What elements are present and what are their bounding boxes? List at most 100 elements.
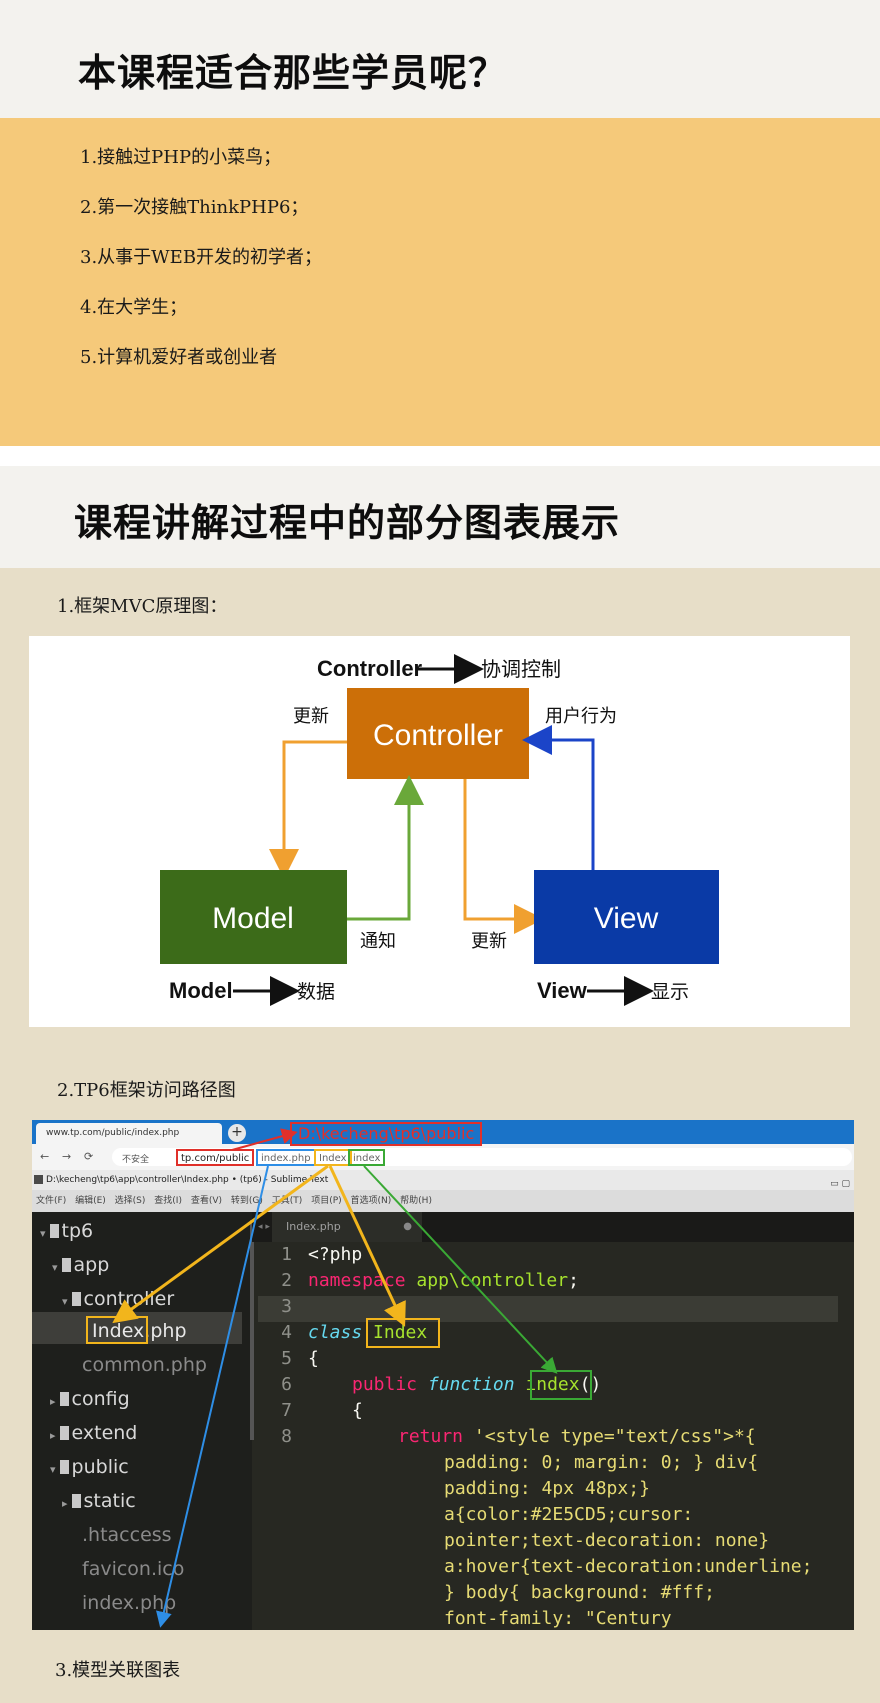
tree-folder-static[interactable]: ▸ static: [62, 1490, 136, 1512]
tree-file-favicon[interactable]: favicon.ico: [82, 1558, 185, 1580]
legend-view: View: [537, 978, 588, 1003]
tree-folder-public[interactable]: ▾ public: [50, 1456, 129, 1478]
tree-label: static: [83, 1490, 136, 1512]
code-punct: ;: [568, 1270, 579, 1291]
line-number: 4: [281, 1322, 292, 1343]
tree-label: tp6: [61, 1220, 94, 1242]
url-action: index: [348, 1149, 386, 1166]
url-host-public: tp.com/public: [176, 1149, 255, 1166]
view-label: View: [594, 902, 659, 935]
line-number: 1: [281, 1244, 292, 1265]
expanded-arrow-icon: ▾: [40, 1227, 46, 1240]
collapsed-arrow-icon: ▸: [62, 1497, 68, 1510]
address-row: ← → ⟳ 不安全 tp.com/public index.php Index …: [32, 1144, 854, 1170]
code-string-line: } body{ background: #fff;: [444, 1582, 715, 1603]
model-label: Model: [212, 902, 294, 935]
code-line-6: public function index(): [352, 1374, 601, 1395]
menu-file[interactable]: 文件(F): [36, 1196, 67, 1206]
code-line-8: return '<style type="text/css">*{: [398, 1426, 756, 1447]
tree-label: extend: [71, 1422, 138, 1444]
tree-folder-app[interactable]: ▾ app: [52, 1254, 109, 1276]
window-controls[interactable]: ▭ ▢: [830, 1179, 850, 1189]
new-tab-icon[interactable]: +: [228, 1124, 246, 1142]
unsaved-dot-icon[interactable]: ●: [403, 1221, 412, 1232]
menu-help[interactable]: 帮助(H): [400, 1196, 432, 1206]
code-string-line: font-family: "Century: [444, 1608, 672, 1629]
arrow-controller-to-view: [463, 779, 544, 934]
menu-project[interactable]: 项目(P): [311, 1196, 342, 1206]
folder-icon: [49, 1224, 59, 1238]
folder-icon: [61, 1258, 71, 1272]
arrow-action-method: [363, 1165, 558, 1374]
menu-select[interactable]: 选择(S): [114, 1196, 146, 1206]
label-notify: 通知: [360, 931, 396, 952]
folder-icon: [59, 1426, 69, 1440]
menu-goto[interactable]: 转到(G): [230, 1196, 263, 1206]
arrow-controller-to-model: [269, 740, 347, 879]
folder-icon: [71, 1494, 81, 1508]
arrow-controller-class: [328, 1165, 406, 1327]
tree-label: public: [71, 1456, 129, 1478]
arrow-model-to-controller: [347, 775, 424, 921]
model-box: [160, 870, 347, 964]
current-line-highlight: [258, 1296, 838, 1322]
code-namespace: app\controller: [416, 1270, 569, 1291]
tree-file-htaccess[interactable]: .htaccess: [82, 1524, 172, 1546]
tree-folder-tp6[interactable]: ▾ tp6: [40, 1220, 93, 1242]
insecure-label: 不安全: [122, 1155, 150, 1165]
tree-file-index[interactable]: Index.php: [92, 1320, 187, 1342]
tree-label: app: [73, 1254, 110, 1276]
sublime-icon: [34, 1175, 43, 1184]
mvc-diagram-svg: Controller 协调控制 Controller 更新 用户行为 Model…: [160, 654, 719, 1006]
sidebar-scrollbar[interactable]: [250, 1220, 254, 1440]
code-string: '<style type="text/css">*{: [473, 1426, 756, 1447]
label-update-left: 更新: [293, 706, 329, 727]
audience-list: 1.接触过PHP的小菜鸟； 2.第一次接触ThinkPHP6； 3.从事于WEB…: [80, 146, 322, 396]
code-string-line: a:hover{text-decoration:underline;: [444, 1556, 813, 1577]
browser-chrome: www.tp.com/public/index.php + ← → ⟳ 不安全 …: [32, 1120, 854, 1212]
charts-banner: 课程讲解过程中的部分图表展示: [0, 466, 880, 568]
caption-mvc: 1.框架MVC原理图：: [57, 596, 228, 617]
code-keyword: public: [352, 1374, 418, 1395]
audience-item: 1.接触过PHP的小菜鸟；: [80, 147, 282, 168]
code-keyword: function: [427, 1374, 515, 1395]
tree-folder-config[interactable]: ▸config: [50, 1388, 130, 1410]
line-number: 6: [281, 1374, 292, 1395]
section-divider: [0, 446, 880, 466]
caption-tp6: 2.TP6框架访问路径图: [57, 1080, 236, 1101]
menu-edit[interactable]: 编辑(E): [75, 1196, 106, 1206]
menu-view[interactable]: 查看(V): [190, 1196, 223, 1206]
address-bar[interactable]: [112, 1148, 852, 1166]
tab-nav-arrows[interactable]: ◂ ▸: [258, 1222, 270, 1232]
line-number: 5: [281, 1348, 292, 1369]
expanded-arrow-icon: ▾: [52, 1261, 58, 1274]
tree-label: config: [71, 1388, 130, 1410]
code-line-5: {: [308, 1348, 319, 1369]
expanded-arrow-icon: ▾: [50, 1463, 56, 1476]
menu-tools[interactable]: 工具(T): [271, 1196, 303, 1206]
legend-controller: Controller: [317, 656, 423, 681]
folder-icon: [59, 1460, 69, 1474]
expanded-arrow-icon: ▾: [62, 1295, 68, 1308]
arrow-controller-file: [112, 1164, 329, 1324]
reload-icon[interactable]: ⟳: [84, 1150, 94, 1163]
controller-label: Controller: [373, 719, 503, 752]
arrow-entry-file: [156, 1165, 269, 1628]
tree-file-index-php[interactable]: index.php: [82, 1592, 177, 1614]
folder-icon: [71, 1292, 81, 1306]
menu-preferences[interactable]: 首选项(N): [350, 1196, 392, 1206]
legend-model-meaning: 数据: [297, 981, 335, 1003]
forward-icon[interactable]: →: [62, 1150, 72, 1163]
sublime-title-bar: D:\kecheng\tp6\app\controller\Index.php …: [32, 1170, 854, 1190]
line-number: 8: [281, 1426, 292, 1447]
browser-tab[interactable]: www.tp.com/public/index.php: [36, 1123, 222, 1144]
code-function-name: index: [525, 1374, 580, 1395]
tree-folder-extend[interactable]: ▸extend: [50, 1422, 137, 1444]
back-icon[interactable]: ←: [40, 1150, 50, 1163]
tree-file-common[interactable]: common.php: [82, 1354, 207, 1376]
url-controller: Index: [314, 1149, 352, 1166]
menu-find[interactable]: 查找(I): [154, 1196, 182, 1206]
sublime-menu: 文件(F) 编辑(E) 选择(S) 查找(I) 查看(V) 转到(G) 工具(T…: [32, 1190, 854, 1212]
editor-tab-index[interactable]: Index.php ●: [272, 1212, 422, 1242]
audience-banner: 本课程适合那些学员呢？: [0, 0, 880, 118]
